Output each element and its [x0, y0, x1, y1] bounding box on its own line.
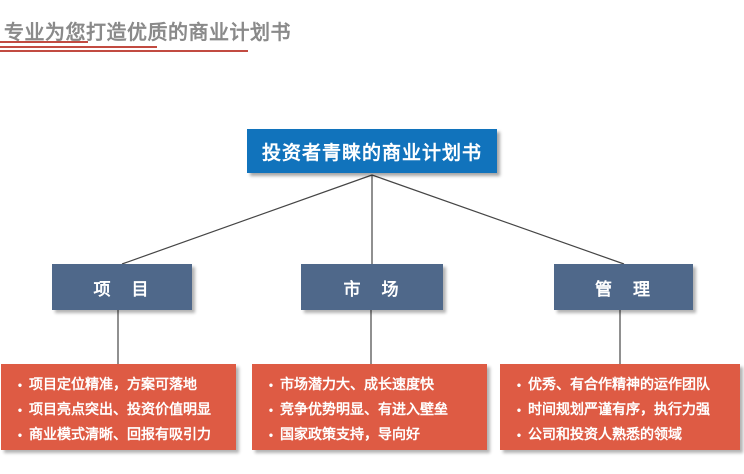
root-node-label: 投资者青睐的商业计划书 — [261, 142, 482, 164]
bullet-text: 国家政策支持，导向好 — [280, 426, 420, 442]
bullet-item: • 公司和投资人熟悉的领域 — [510, 422, 734, 447]
bullet-text: 公司和投资人熟悉的领域 — [528, 426, 682, 442]
bullet-text: 优秀、有合作精神的运作团队 — [528, 376, 710, 392]
branch-node-project: 项 目 — [52, 264, 192, 310]
bullet-dot-icon: • — [516, 403, 522, 417]
bullet-item: • 时间规划严谨有序，执行力强 — [510, 397, 734, 422]
bullet-item: • 国家政策支持，导向好 — [262, 422, 481, 447]
branch-node-label: 管 理 — [595, 279, 652, 299]
branch-node-label: 项 目 — [93, 279, 151, 299]
bullet-text: 时间规划严谨有序，执行力强 — [528, 401, 710, 417]
bullet-text: 项目定位精准，方案可落地 — [29, 376, 197, 392]
bullet-dot-icon: • — [17, 403, 23, 417]
page-title: 专业为您打造优质的商业计划书 — [4, 22, 291, 44]
bullet-item: • 项目定位精准，方案可落地 — [11, 372, 230, 397]
bullet-item: • 竞争优势明显、有进入壁垒 — [262, 397, 481, 422]
bullet-dot-icon: • — [268, 403, 274, 417]
bullet-dot-icon: • — [516, 378, 522, 392]
bullet-dot-icon: • — [268, 428, 274, 442]
branch-node-management: 管 理 — [554, 264, 693, 310]
root-node-business-plan: 投资者青睐的商业计划书 — [247, 129, 497, 173]
bullet-dot-icon: • — [17, 428, 23, 442]
bullet-item: • 市场潜力大、成长速度快 — [262, 372, 481, 397]
bullet-item: • 优秀、有合作精神的运作团队 — [510, 372, 734, 397]
bullet-text: 商业模式清晰、回报有吸引力 — [29, 426, 211, 442]
leaf-box-management-details: • 优秀、有合作精神的运作团队 • 时间规划严谨有序，执行力强 • 公司和投资人… — [500, 364, 740, 450]
bullet-text: 市场潜力大、成长速度快 — [280, 376, 434, 392]
bullet-item: • 商业模式清晰、回报有吸引力 — [11, 422, 230, 447]
bullet-text: 竞争优势明显、有进入壁垒 — [280, 401, 448, 417]
connector-root-to-branch3 — [371, 174, 625, 265]
connector-root-to-branch1 — [121, 174, 373, 265]
branch-node-label: 市 场 — [343, 279, 401, 299]
title-underline-long — [0, 50, 248, 52]
bullet-dot-icon: • — [17, 378, 23, 392]
title-underline-medium — [0, 46, 157, 48]
leaf-box-project-details: • 项目定位精准，方案可落地 • 项目亮点突出、投资价值明显 • 商业模式清晰、… — [1, 364, 236, 450]
branch-node-market: 市 场 — [301, 264, 443, 310]
bullet-item: • 项目亮点突出、投资价值明显 — [11, 397, 230, 422]
bullet-text: 项目亮点突出、投资价值明显 — [29, 401, 211, 417]
title-underline-short — [0, 41, 88, 43]
bullet-dot-icon: • — [516, 428, 522, 442]
leaf-box-market-details: • 市场潜力大、成长速度快 • 竞争优势明显、有进入壁垒 • 国家政策支持，导向… — [252, 364, 487, 450]
bullet-dot-icon: • — [268, 378, 274, 392]
